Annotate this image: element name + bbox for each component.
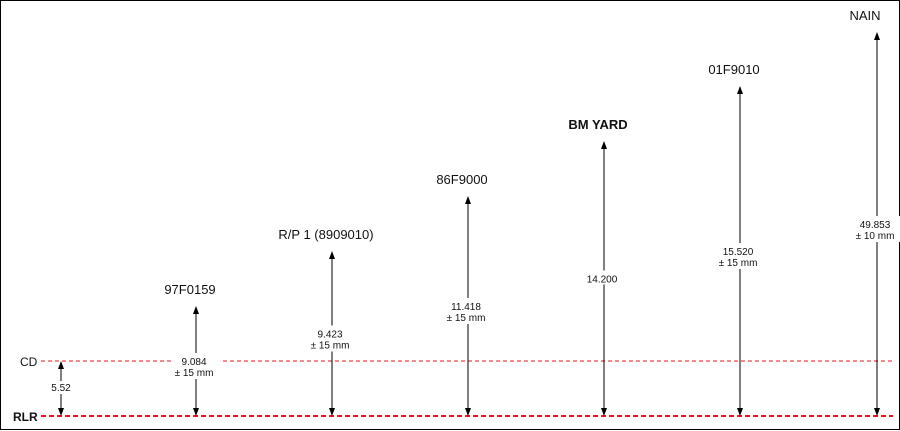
station-3-value: 14.200 bbox=[587, 275, 618, 286]
station-0-arrowhead-down bbox=[193, 408, 199, 416]
station-2-arrowhead-up bbox=[465, 196, 471, 204]
station-2-arrowhead-down bbox=[465, 408, 471, 416]
cd-label: CD bbox=[20, 355, 38, 369]
station-2-name: 86F9000 bbox=[436, 172, 487, 187]
cd-offset-arrowhead-up bbox=[58, 361, 64, 369]
cd-offset-arrowhead-down bbox=[58, 408, 64, 416]
cd-offset-label-bg bbox=[47, 381, 75, 394]
cd-offset-value: 5.52 bbox=[51, 383, 71, 394]
station-0-name: 97F0159 bbox=[164, 282, 215, 297]
station-4-arrowhead-down bbox=[737, 408, 743, 416]
station-4-tolerance: ± 15 mm bbox=[719, 258, 758, 269]
station-3-arrowhead-down bbox=[601, 408, 607, 416]
station-5-label-bg bbox=[853, 216, 900, 242]
station-1-tolerance: ± 15 mm bbox=[311, 341, 350, 352]
station-1-arrowhead-down bbox=[329, 408, 335, 416]
station-5-arrowhead-up bbox=[874, 32, 880, 40]
station-0-label-bg bbox=[172, 353, 220, 379]
station-2-tolerance: ± 15 mm bbox=[447, 313, 486, 324]
station-5-value: 49.853 bbox=[860, 220, 891, 231]
station-5-arrowhead-down bbox=[874, 408, 880, 416]
station-3-name: BM YARD bbox=[568, 117, 627, 132]
rlr-label: RLR bbox=[13, 410, 38, 424]
station-3-label-bg bbox=[580, 270, 628, 285]
station-0-tolerance: ± 15 mm bbox=[175, 368, 214, 379]
station-1-label-bg bbox=[308, 325, 356, 352]
station-2-label-bg bbox=[444, 298, 492, 324]
station-1-value: 9.423 bbox=[317, 330, 342, 341]
station-0-value: 9.084 bbox=[181, 357, 206, 368]
station-4-value: 15.520 bbox=[723, 247, 754, 258]
station-1-arrowhead-up bbox=[329, 251, 335, 259]
station-4-label-bg bbox=[716, 243, 764, 269]
station-1-name: R/P 1 (8909010) bbox=[278, 227, 373, 242]
station-4-name: 01F9010 bbox=[708, 62, 759, 77]
station-5-tolerance: ± 10 mm bbox=[856, 231, 895, 242]
station-3-arrowhead-up bbox=[601, 141, 607, 149]
station-5-name: NAIN bbox=[849, 8, 880, 23]
station-4-arrowhead-up bbox=[737, 86, 743, 94]
station-2-value: 11.418 bbox=[451, 302, 481, 313]
station-0-arrowhead-up bbox=[193, 306, 199, 314]
